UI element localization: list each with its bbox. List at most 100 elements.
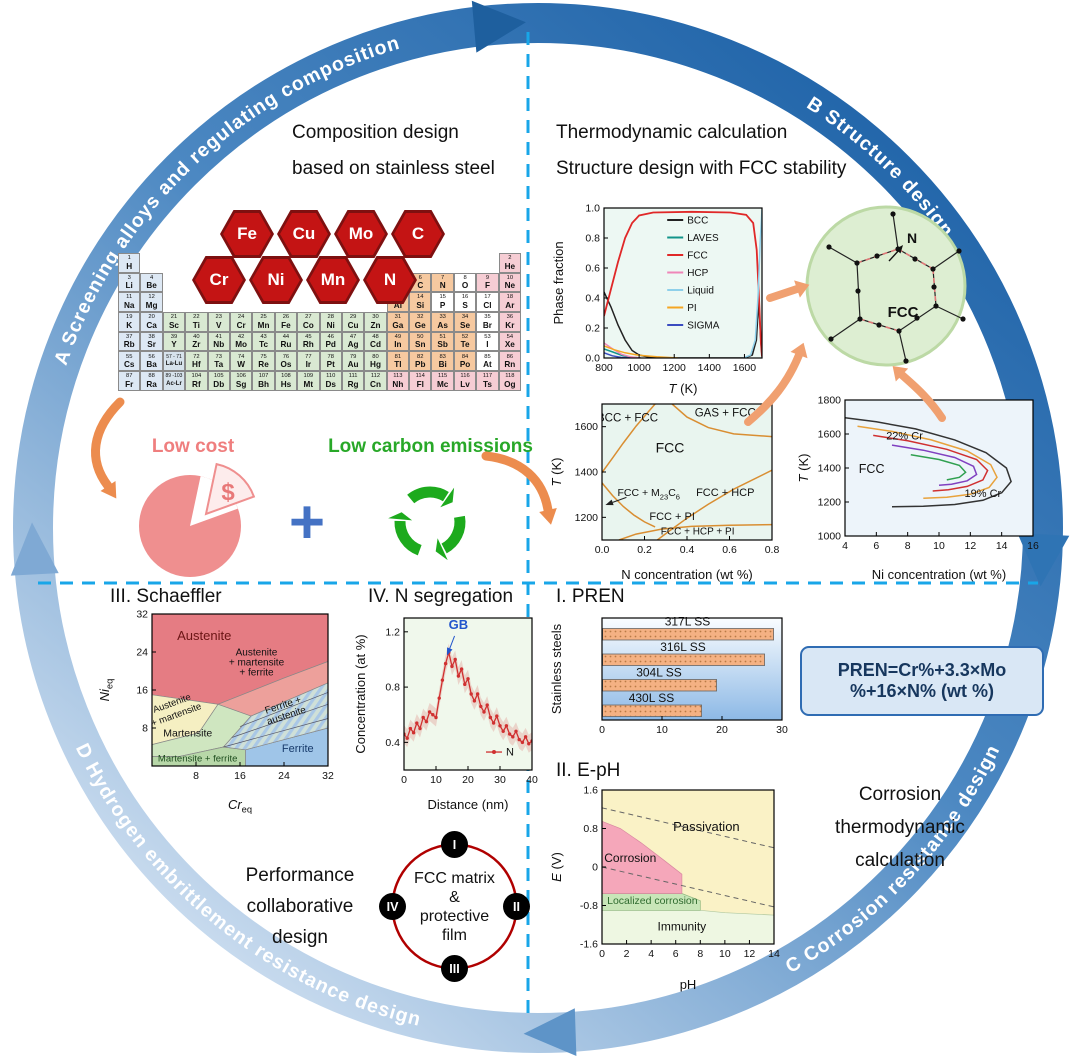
chart-label: 10 [656,724,668,736]
element-cell-empty [140,253,162,273]
chart-label: 16 [234,770,246,782]
performance-design-text: Performance collaborative design [195,860,405,953]
boundary-dots [826,211,966,364]
chart-label: 20 [462,774,474,786]
element-cell-empty [163,253,185,273]
cycle-center-text: FCC matrix & protective film [404,856,505,957]
hex-element-c: C [391,210,445,258]
cycle-node-4: IV [379,893,406,920]
schaeffler-section-label: III. Schaeffler [110,586,222,607]
n-label: N [907,230,917,246]
nseg-section-label: IV. N segregation [368,586,514,607]
chart-label: 1600 [733,362,757,374]
corrosion-calc-line1: Corrosion [858,784,942,805]
element-cell-empty [431,253,453,273]
hex-element-label: Cr [195,259,243,301]
chart-label: BCC + FCC [597,413,658,425]
chart-label: 0.6 [585,263,600,275]
pren-section-label: I. PREN [556,586,625,607]
chart-label: 1000 [627,362,651,374]
chart-label: 0.8 [385,682,400,694]
chart-label: FCC + HCP + PI [661,527,735,538]
chart-label: 0.2 [637,544,652,556]
chart-ylabel: Nieq [97,679,115,702]
chart-label: 0.4 [585,293,600,305]
chart-label: 24 [136,647,148,659]
pie-chart: $ [139,462,256,577]
pren-bar [602,679,717,692]
element-cell-empty [454,253,476,273]
chart-label: 8 [905,540,911,552]
chart-label: 317L SS [665,615,711,629]
chart-label: 6 [673,948,679,960]
chart-ylabel: Stainless steels [549,623,564,714]
chart-label: 1200 [818,497,842,509]
performance-line1: Performance [245,865,355,886]
hex-element-mn: Mn [306,256,360,304]
chart-label: Corrosion [604,851,656,865]
chart-label: 0.0 [585,353,600,365]
chart-label: FCC [687,251,708,262]
chart-label: FCC [656,440,685,456]
chart-label: T (K) [669,381,698,396]
pren-bar [602,628,774,641]
cycle-node-1: I [441,831,468,858]
chart-label: Localized corrosion [607,895,698,907]
chart-label: 32 [322,770,334,782]
chart-label: 0 [599,724,605,736]
chart-label: 2 [624,948,630,960]
thermo-title-line2: Structure design with FCC stability [556,158,847,179]
fcc-label: FCC [888,304,919,321]
chart-label: 8 [697,948,703,960]
hex-element-label: Mo [337,213,385,255]
chart-label: Martensite [163,728,212,740]
element-cell-empty [163,292,185,312]
chart-label: pH [680,977,697,992]
hex-element-cr: Cr [192,256,246,304]
chart-label: 1200 [663,362,687,374]
chart-label: LAVES [687,233,719,244]
chart-label: 10 [719,948,731,960]
chart-ylabel: T (K) [549,458,564,487]
corrosion-calc-line3: calculation [855,850,945,871]
cycle-text-line1: FCC matrix [414,869,495,887]
chart-label: 0.8 [583,823,598,835]
chart-label: GAS + FCC [695,407,756,419]
chart-label: 1.0 [585,203,600,215]
chart-label: 1000 [818,531,842,543]
cycle-node-3: III [441,955,468,982]
